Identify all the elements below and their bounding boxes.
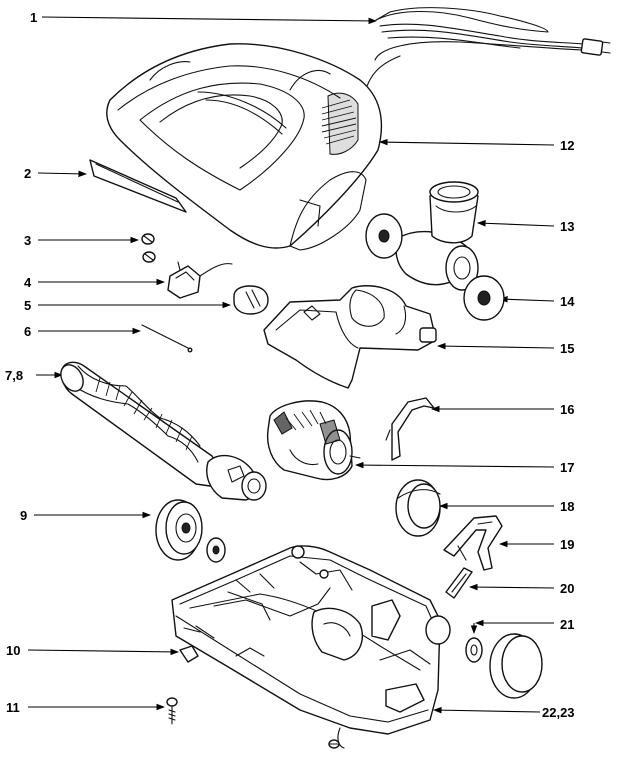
nozzle-elbow-part (365, 181, 479, 291)
base-screw-part (328, 739, 340, 749)
belt-clip-part (443, 515, 503, 571)
brushroll-part (60, 361, 267, 501)
callout-17-label: 17 (560, 460, 574, 475)
rear-wheel-part (155, 499, 226, 563)
callout-18-label: 18 (560, 499, 574, 514)
callout-21-label: 21 (560, 617, 574, 632)
callout-16-label: 16 (560, 402, 574, 417)
callout-6-label: 6 (24, 324, 31, 339)
axle-washer-part (465, 637, 483, 663)
callout-1-label: 1 (30, 10, 37, 25)
base-plate-part (171, 545, 451, 749)
callout-13-label: 13 (560, 219, 574, 234)
pivot-rod-part (141, 324, 193, 353)
callout-20-label: 20 (560, 581, 574, 596)
callout-4-label: 4 (24, 275, 32, 290)
hood-top-part (106, 43, 383, 251)
wheel-washer-part (463, 275, 505, 321)
callout-5-label: 5 (24, 298, 31, 313)
screw-part (166, 697, 178, 725)
callout-15-label: 15 (560, 341, 574, 356)
light-bulb-part (233, 285, 269, 315)
callout-10-label: 10 (6, 643, 20, 658)
callout-19-label: 19 (560, 537, 574, 552)
callout-7-8-label: 7,8 (5, 368, 23, 383)
motor-bracket-part (385, 397, 435, 461)
motor-part (266, 400, 361, 481)
callout-14-label: 14 (560, 294, 575, 309)
leader-lines (27, 16, 555, 714)
release-lever-part (445, 567, 473, 599)
bulb-socket-part (167, 261, 233, 299)
belt-ring-part (395, 479, 441, 537)
callout-9-label: 9 (20, 508, 27, 523)
callout-3-label: 3 (24, 233, 31, 248)
callout-11-label: 11 (6, 700, 20, 715)
callout-2-label: 2 (24, 166, 31, 181)
hose-housing-part (263, 285, 437, 389)
callout-22-23-label: 22,23 (542, 705, 575, 720)
callout-12-label: 12 (560, 138, 574, 153)
lens-strip-part (89, 159, 187, 213)
bumper-caps-part (141, 233, 156, 263)
clip-fastener-part (179, 645, 199, 663)
front-wheel-part (489, 633, 543, 699)
power-cord-part (364, 7, 611, 93)
